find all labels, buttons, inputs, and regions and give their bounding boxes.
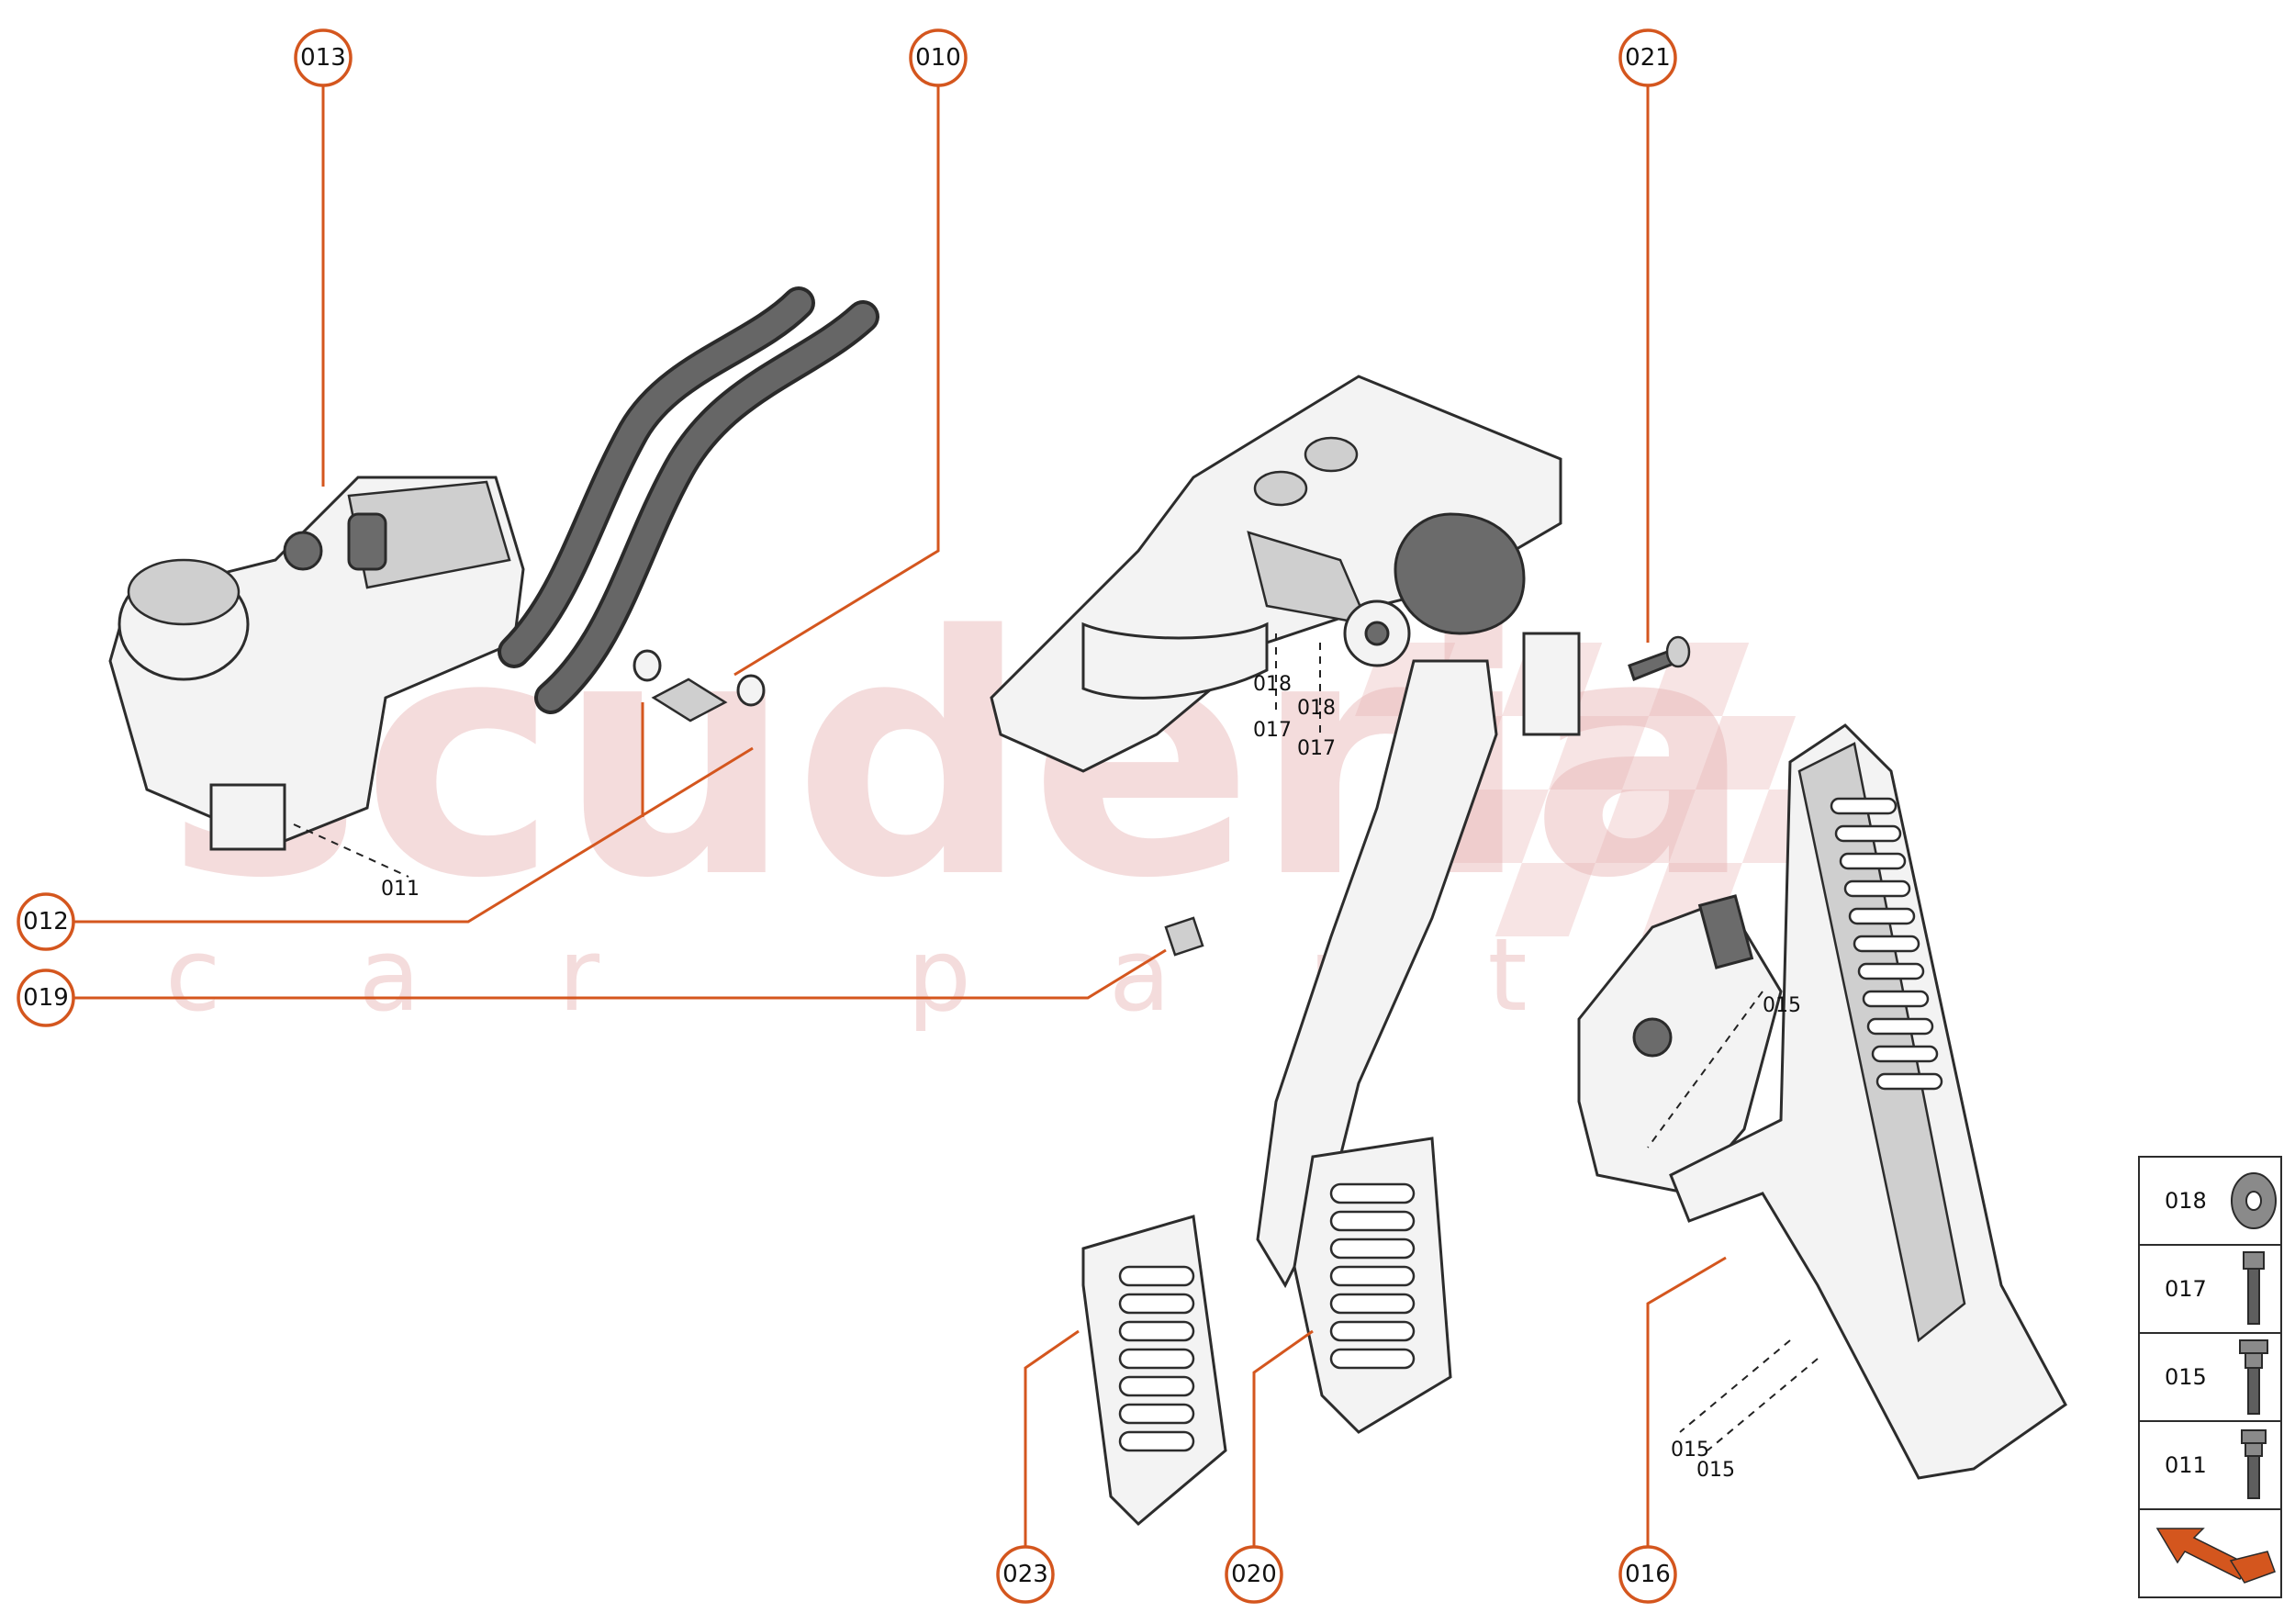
- callout-023[interactable]: 023: [996, 1545, 1055, 1604]
- pedal-box: [990, 375, 1581, 773]
- legend-code-018: 018: [2165, 1188, 2207, 1214]
- long-bolt-icon: [2243, 1251, 2265, 1325]
- bolt-021: [1628, 635, 1691, 681]
- washer-icon: [2231, 1172, 2277, 1229]
- fastener-labels: 011 018 017 018 017 015 015 015: [381, 673, 1801, 1482]
- legend-code-015: 015: [2165, 1364, 2207, 1390]
- label-017-b: 017: [1297, 737, 1336, 760]
- direction-arrow-icon: [2155, 1528, 2276, 1584]
- leader-lines: [70, 77, 1727, 1553]
- callout-021-label: 021: [1625, 44, 1671, 72]
- legend-code-011: 011: [2165, 1452, 2207, 1478]
- callout-016-label: 016: [1625, 1561, 1671, 1588]
- callout-016[interactable]: 016: [1618, 1545, 1677, 1604]
- clip-and-rings: [633, 649, 766, 722]
- watermark-sub: car parts: [165, 916, 1855, 1034]
- callout-021[interactable]: 021: [1618, 28, 1677, 87]
- label-015-a: 015: [1763, 994, 1801, 1017]
- short-bolt-icon: [2241, 1429, 2267, 1499]
- accelerator-pad-slots: [1830, 797, 1943, 1091]
- reservoir-hoses: [498, 286, 879, 714]
- dashed-leaders: [293, 633, 1819, 1451]
- callout-020[interactable]: 020: [1225, 1545, 1283, 1604]
- label-018-a: 018: [1253, 673, 1292, 696]
- callout-010[interactable]: 010: [909, 28, 968, 87]
- label-017-a: 017: [1253, 719, 1292, 742]
- label-015-b: 015: [1671, 1439, 1709, 1462]
- callout-012-label: 012: [23, 908, 69, 935]
- callout-019-label: 019: [23, 984, 69, 1012]
- callouts: 013 010 021 012 019 023 020 016: [17, 28, 1677, 1604]
- clip-019: [1164, 916, 1204, 957]
- callout-019[interactable]: 019: [17, 969, 75, 1027]
- accelerator-pedal: [1577, 723, 2067, 1480]
- label-015-c: 015: [1696, 1459, 1735, 1482]
- clutch-pedal: [1256, 659, 1498, 1434]
- label-018-b: 018: [1297, 697, 1336, 720]
- clutch-pad-slots: [1329, 1182, 1416, 1370]
- pedal-pad: [1081, 1215, 1227, 1527]
- flange-bolt-icon: [2239, 1339, 2268, 1415]
- callout-010-label: 010: [915, 44, 961, 72]
- callout-013[interactable]: 013: [294, 28, 353, 87]
- legend-code-017: 017: [2165, 1276, 2207, 1302]
- callout-020-label: 020: [1231, 1561, 1277, 1588]
- label-011: 011: [381, 878, 420, 901]
- callout-012[interactable]: 012: [17, 892, 75, 951]
- brake-fluid-reservoir: [108, 476, 525, 851]
- fastener-legend: 018 017 015 011: [2138, 1156, 2282, 1598]
- callout-013-label: 013: [300, 44, 346, 72]
- callout-023-label: 023: [1002, 1561, 1048, 1588]
